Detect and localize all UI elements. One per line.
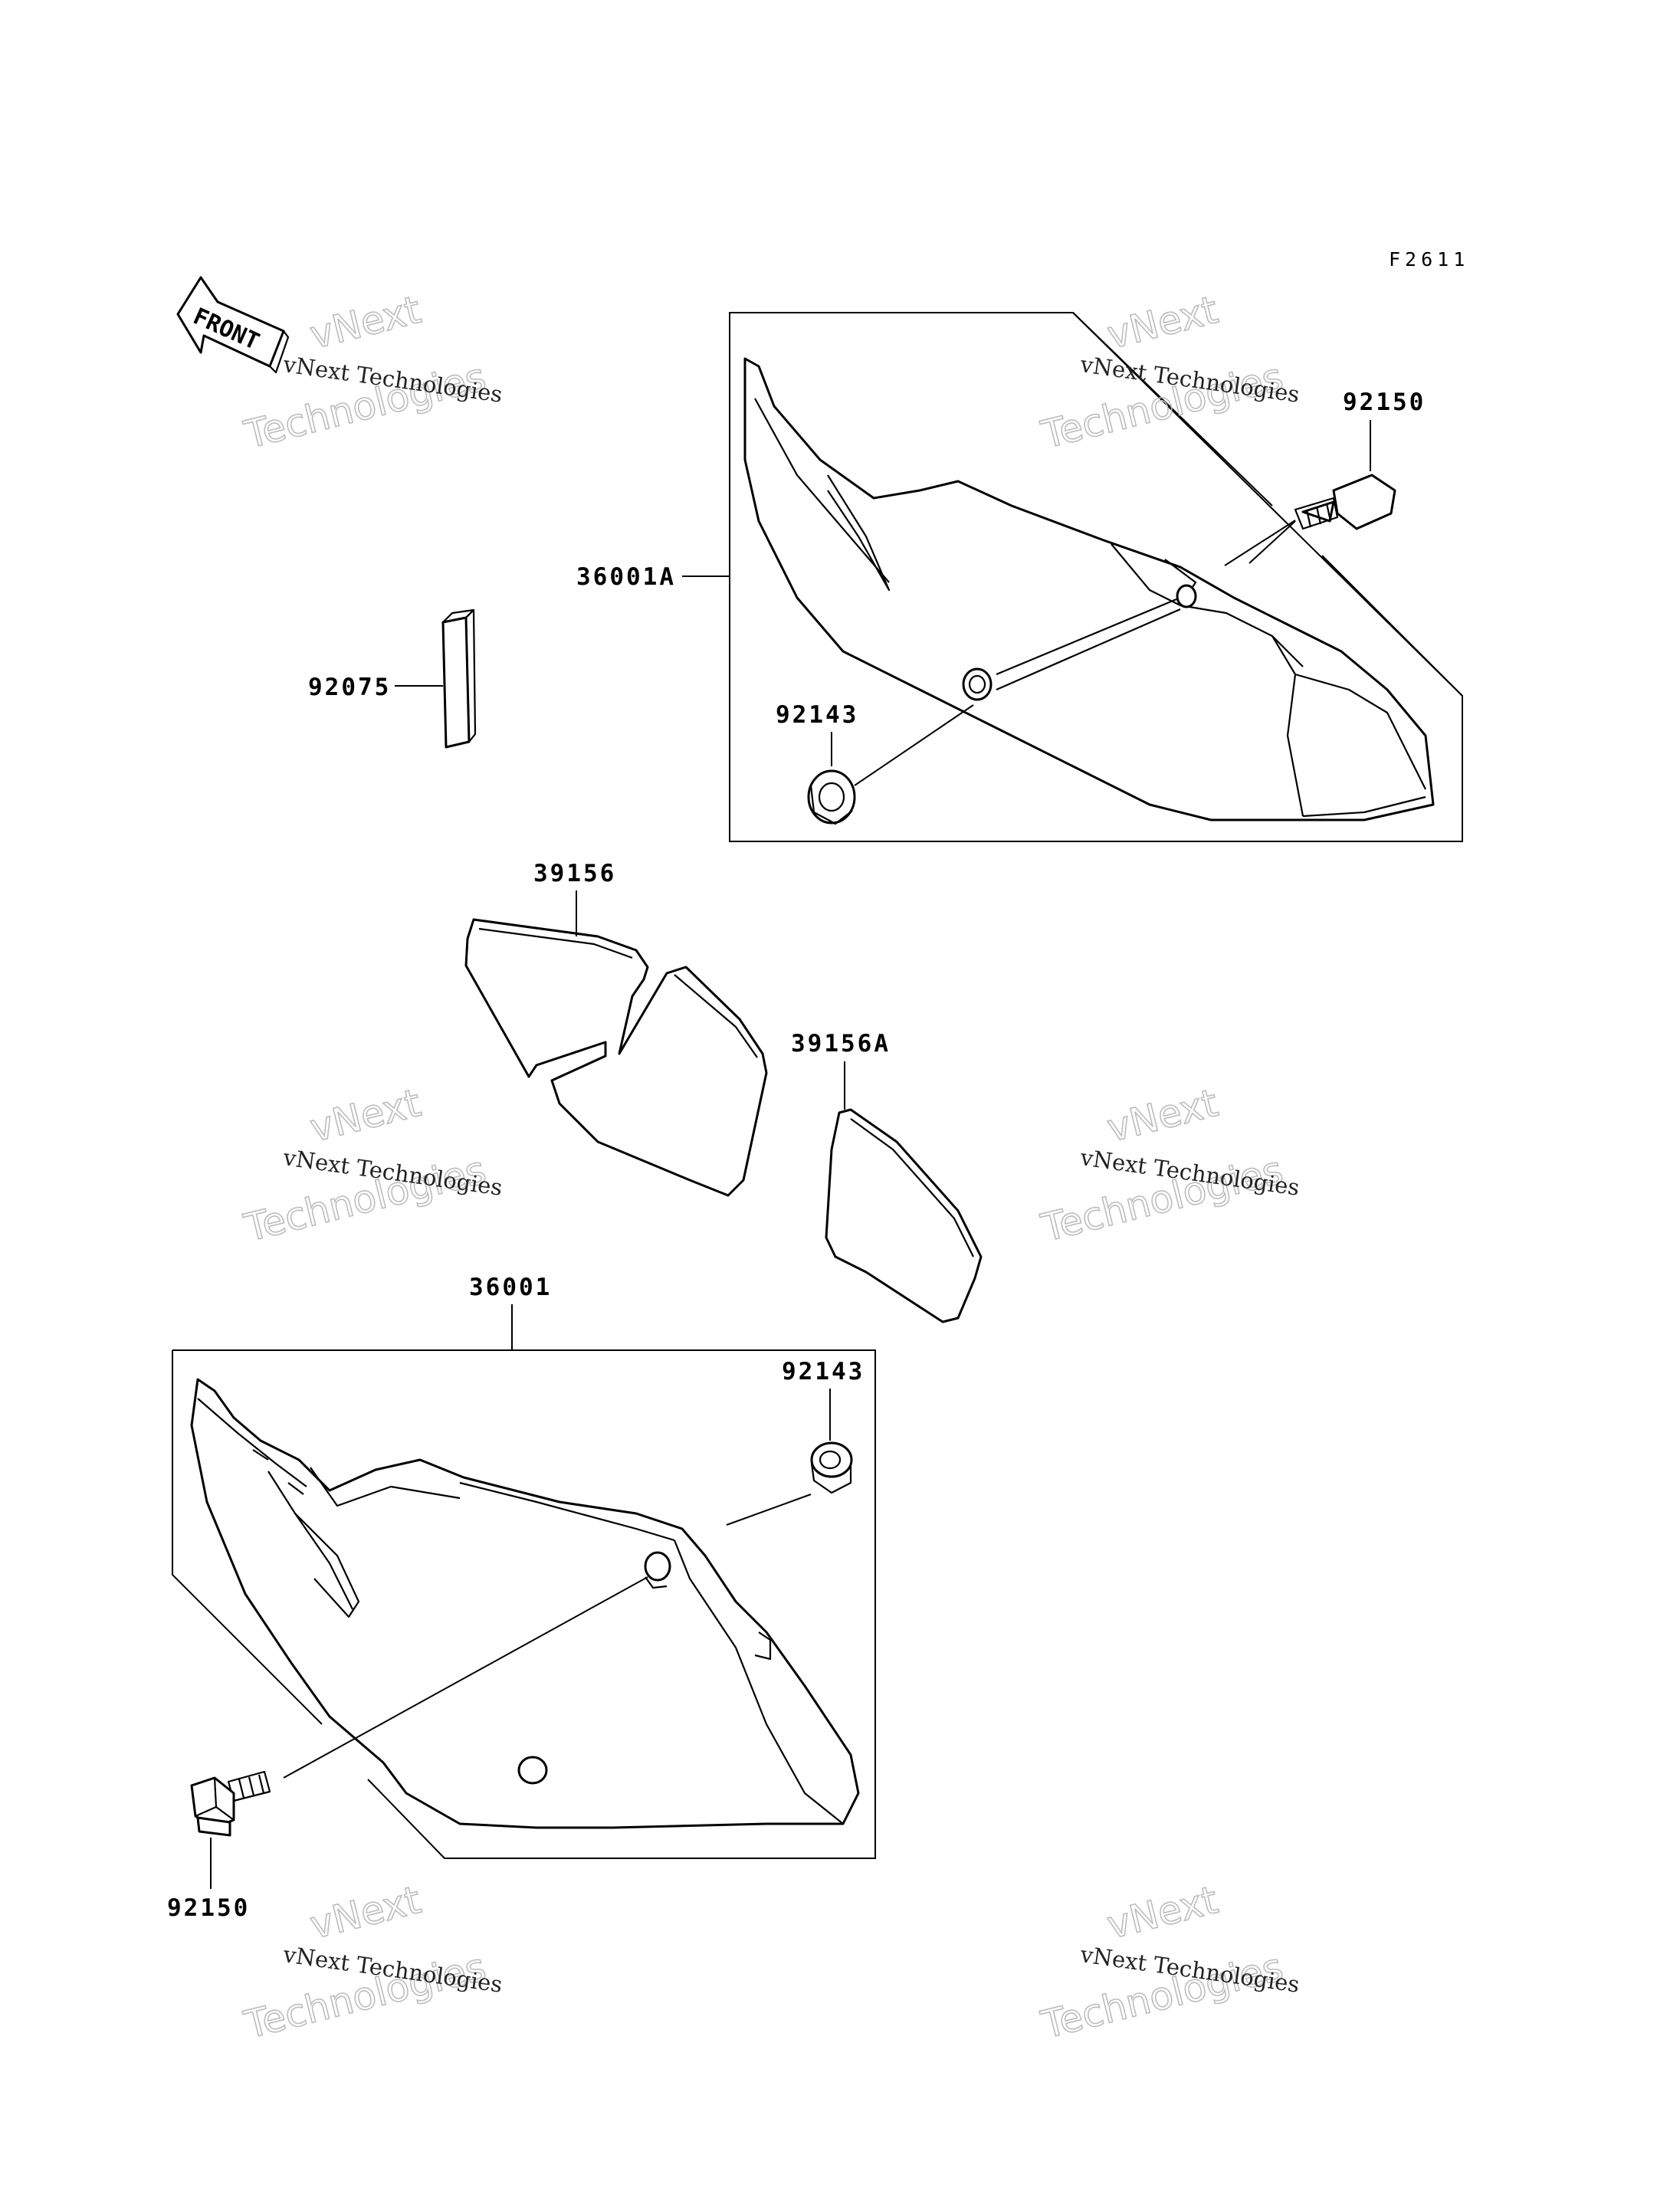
svg-text:vNext: vNext <box>306 1080 425 1151</box>
bolt-92150-bottom-icon <box>190 1770 271 1837</box>
grommet-92143-bottom-icon <box>810 1441 853 1494</box>
svg-text:vNext: vNext <box>1103 1080 1222 1151</box>
grommet-92143-top-icon <box>807 769 856 825</box>
decal-39156A: 39156A <box>791 1030 983 1323</box>
watermark-3: vNext Technologies vNext Technologies <box>239 1080 504 1251</box>
side-cover-left <box>190 1378 860 1829</box>
watermark-2: vNext Technologies vNext Technologies <box>1036 287 1301 457</box>
label-36001: 36001 <box>469 1274 552 1301</box>
watermark-1: vNext Technologies vNext Technologies <box>239 287 504 457</box>
label-39156A: 39156A <box>791 1030 891 1058</box>
svg-text:vNext: vNext <box>306 1877 425 1948</box>
watermark-4: vNext Technologies vNext Technologies <box>1036 1080 1301 1251</box>
label-92150-top: 92150 <box>1343 389 1426 416</box>
assembly-36001: 36001 92143 <box>167 1274 876 1922</box>
watermark-5: vNext Technologies vNext Technologies <box>239 1877 504 2048</box>
watermark-6: vNext Technologies vNext Technologies <box>1036 1877 1301 2048</box>
part-92075: 92075 <box>308 608 477 749</box>
bolt-92150-top-icon <box>1224 474 1396 566</box>
label-39156: 39156 <box>533 860 616 887</box>
figure-code: F2611 <box>1389 248 1469 271</box>
label-36001A: 36001A <box>576 563 676 591</box>
svg-text:vNext: vNext <box>306 287 425 358</box>
side-cover-right <box>743 357 1435 821</box>
front-arrow-icon: FRONT <box>176 276 290 374</box>
decal-39156: 39156 <box>464 860 768 1197</box>
label-92143-top: 92143 <box>776 701 858 729</box>
label-92143-bottom: 92143 <box>782 1358 865 1385</box>
assembly-36001A: 36001A 92150 <box>576 312 1463 842</box>
svg-text:vNext: vNext <box>1103 1877 1222 1948</box>
label-92150-bottom: 92150 <box>167 1894 250 1922</box>
label-92075: 92075 <box>308 674 391 701</box>
svg-text:vNext: vNext <box>1103 287 1222 358</box>
